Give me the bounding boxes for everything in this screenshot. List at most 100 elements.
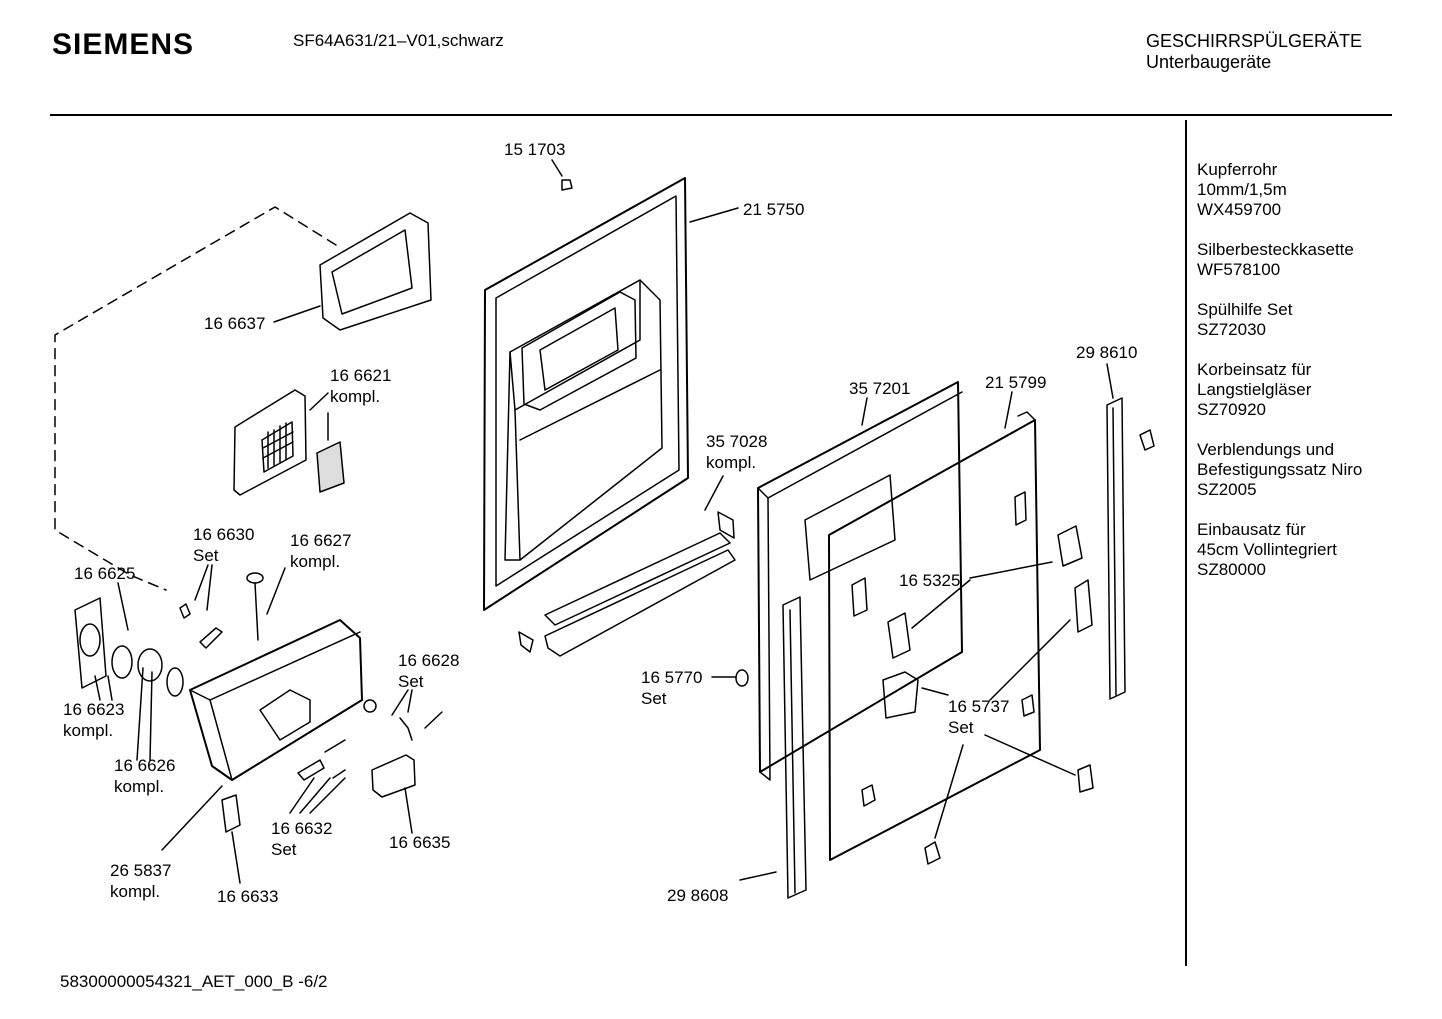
part-label: 16 5737 Set: [948, 696, 1009, 738]
part-grid-module: [233, 389, 345, 496]
part-label: 16 5325: [899, 571, 961, 590]
category: GESCHIRRSPÜLGERÄTE Unterbaugeräte: [1146, 31, 1362, 73]
accessory-code: SZ80000: [1197, 560, 1266, 579]
accessory-code: SZ72030: [1197, 320, 1266, 339]
part-number: 16 5770: [641, 668, 703, 687]
part-label: 16 6623 kompl.: [63, 699, 124, 741]
part-number: 16 6621: [330, 366, 392, 385]
part-dispenser-265837: [189, 619, 363, 781]
accessory-line: Verblendungs und: [1197, 440, 1335, 459]
accessory-item: Spülhilfe Set SZ72030: [1197, 300, 1437, 340]
part-rail-298608: [782, 596, 807, 899]
accessory-line: Kupferrohr: [1197, 160, 1278, 179]
part-number: 16 5737: [948, 697, 1010, 716]
part-label: 29 8610: [1076, 343, 1138, 362]
accessory-line: 45cm Vollintegriert: [1197, 540, 1337, 559]
part-bracket-165737: [882, 579, 1094, 865]
part-label: 16 6630 Set: [193, 524, 254, 566]
accessory-item: Korbeinsatz für Langstielgläser SZ70920: [1197, 360, 1437, 420]
part-label: 16 6625: [74, 564, 136, 583]
part-label: 16 6621 kompl.: [330, 365, 391, 407]
part-lever-166630: [179, 603, 223, 649]
accessory-line: Langstielgläser: [1197, 380, 1312, 399]
part-label: 16 5770 Set: [641, 667, 702, 709]
part-qualifier: Set: [641, 689, 667, 708]
accessory-code: SZ2005: [1197, 480, 1257, 499]
part-nozzle-166626: [137, 648, 184, 697]
part-qualifier: kompl.: [63, 721, 114, 740]
accessory-line: Spülhilfe Set: [1197, 300, 1293, 319]
part-clip-165325: [887, 525, 1083, 659]
part-decor-panel: [757, 381, 963, 781]
part-qualifier: kompl.: [114, 777, 165, 796]
part-rail-298610: [1106, 397, 1155, 700]
accessory-line: Einbausatz für: [1197, 520, 1306, 539]
model-number: SF64A631/21–V01,schwarz: [293, 31, 504, 50]
part-label: 16 6627 kompl.: [290, 530, 351, 572]
category-sub: Unterbaugeräte: [1146, 52, 1272, 72]
part-inner-door: [483, 177, 689, 611]
part-label: 16 6632 Set: [271, 818, 332, 860]
part-seal-strip: [518, 511, 736, 657]
part-label: 16 6626 kompl.: [114, 755, 175, 797]
part-switch-166635: [371, 754, 416, 798]
part-label: 16 6633: [217, 887, 279, 906]
part-cap-165770: [735, 669, 749, 687]
accessory-code: WF578100: [1197, 260, 1281, 279]
part-label: 16 6637: [204, 314, 266, 333]
part-label: 35 7028 kompl.: [706, 431, 767, 473]
part-label: 16 6628 Set: [398, 650, 459, 692]
part-springs-166632: [297, 739, 346, 781]
part-frame-166637: [319, 212, 432, 331]
part-label: 16 6635: [389, 833, 451, 852]
accessory-code: SZ70920: [1197, 400, 1266, 419]
part-label: 21 5750: [743, 200, 805, 219]
part-number: 16 6632: [271, 819, 333, 838]
part-label: 26 5837 kompl.: [110, 860, 171, 902]
part-label: 21 5799: [985, 373, 1047, 392]
part-label: 29 8608: [667, 886, 729, 905]
part-qualifier: kompl.: [110, 882, 161, 901]
part-number: 16 6626: [114, 756, 176, 775]
part-clip-166633: [221, 794, 241, 833]
part-qualifier: Set: [398, 672, 424, 691]
part-qualifier: Set: [271, 840, 297, 859]
part-number: 16 6627: [290, 531, 352, 550]
accessory-item: Einbausatz für 45cm Vollintegriert SZ800…: [1197, 520, 1437, 580]
part-qualifier: kompl.: [290, 552, 341, 571]
part-number: 16 6623: [63, 700, 125, 719]
leader-lines: [94, 159, 1114, 884]
accessory-code: WX459700: [1197, 200, 1282, 219]
part-front-panel: [828, 411, 1041, 861]
header-divider: [50, 114, 1392, 116]
category-main: GESCHIRRSPÜLGERÄTE: [1146, 31, 1363, 51]
part-qualifier: Set: [193, 546, 219, 565]
dashed-assembly-line: [54, 206, 337, 591]
accessory-item: Silberbesteckkasette WF578100: [1197, 240, 1437, 280]
accessory-list: Kupferrohr 10mm/1,5m WX459700 Silberbest…: [1197, 160, 1437, 600]
part-springs-166628: [363, 699, 443, 741]
accessory-line: 10mm/1,5m: [1197, 180, 1287, 199]
part-number: 26 5837: [110, 861, 172, 880]
accessory-line: Korbeinsatz für: [1197, 360, 1312, 379]
part-screw: [561, 179, 573, 191]
part-qualifier: kompl.: [330, 387, 381, 406]
accessory-line: Silberbesteckkasette: [1197, 240, 1354, 259]
brand-logo: SIEMENS: [52, 28, 195, 61]
part-qualifier: Set: [948, 718, 974, 737]
part-number: 16 6628: [398, 651, 460, 670]
part-pin-166627: [246, 572, 264, 641]
part-label: 35 7201: [849, 379, 911, 398]
accessory-item: Verblendungs und Befestigungssatz Niro S…: [1197, 440, 1437, 500]
document-id: 58300000054321_AET_000_B -6/2: [60, 972, 328, 991]
part-handle-166625: [74, 597, 107, 689]
part-number: 35 7028: [706, 432, 768, 451]
part-ring-166623: [111, 645, 133, 679]
part-number: 16 6630: [193, 525, 255, 544]
accessory-line: Befestigungssatz Niro: [1197, 460, 1363, 479]
accessory-item: Kupferrohr 10mm/1,5m WX459700: [1197, 160, 1437, 220]
sidebar-divider: [1185, 120, 1187, 966]
part-label: 15 1703: [504, 140, 566, 159]
part-qualifier: kompl.: [706, 453, 757, 472]
